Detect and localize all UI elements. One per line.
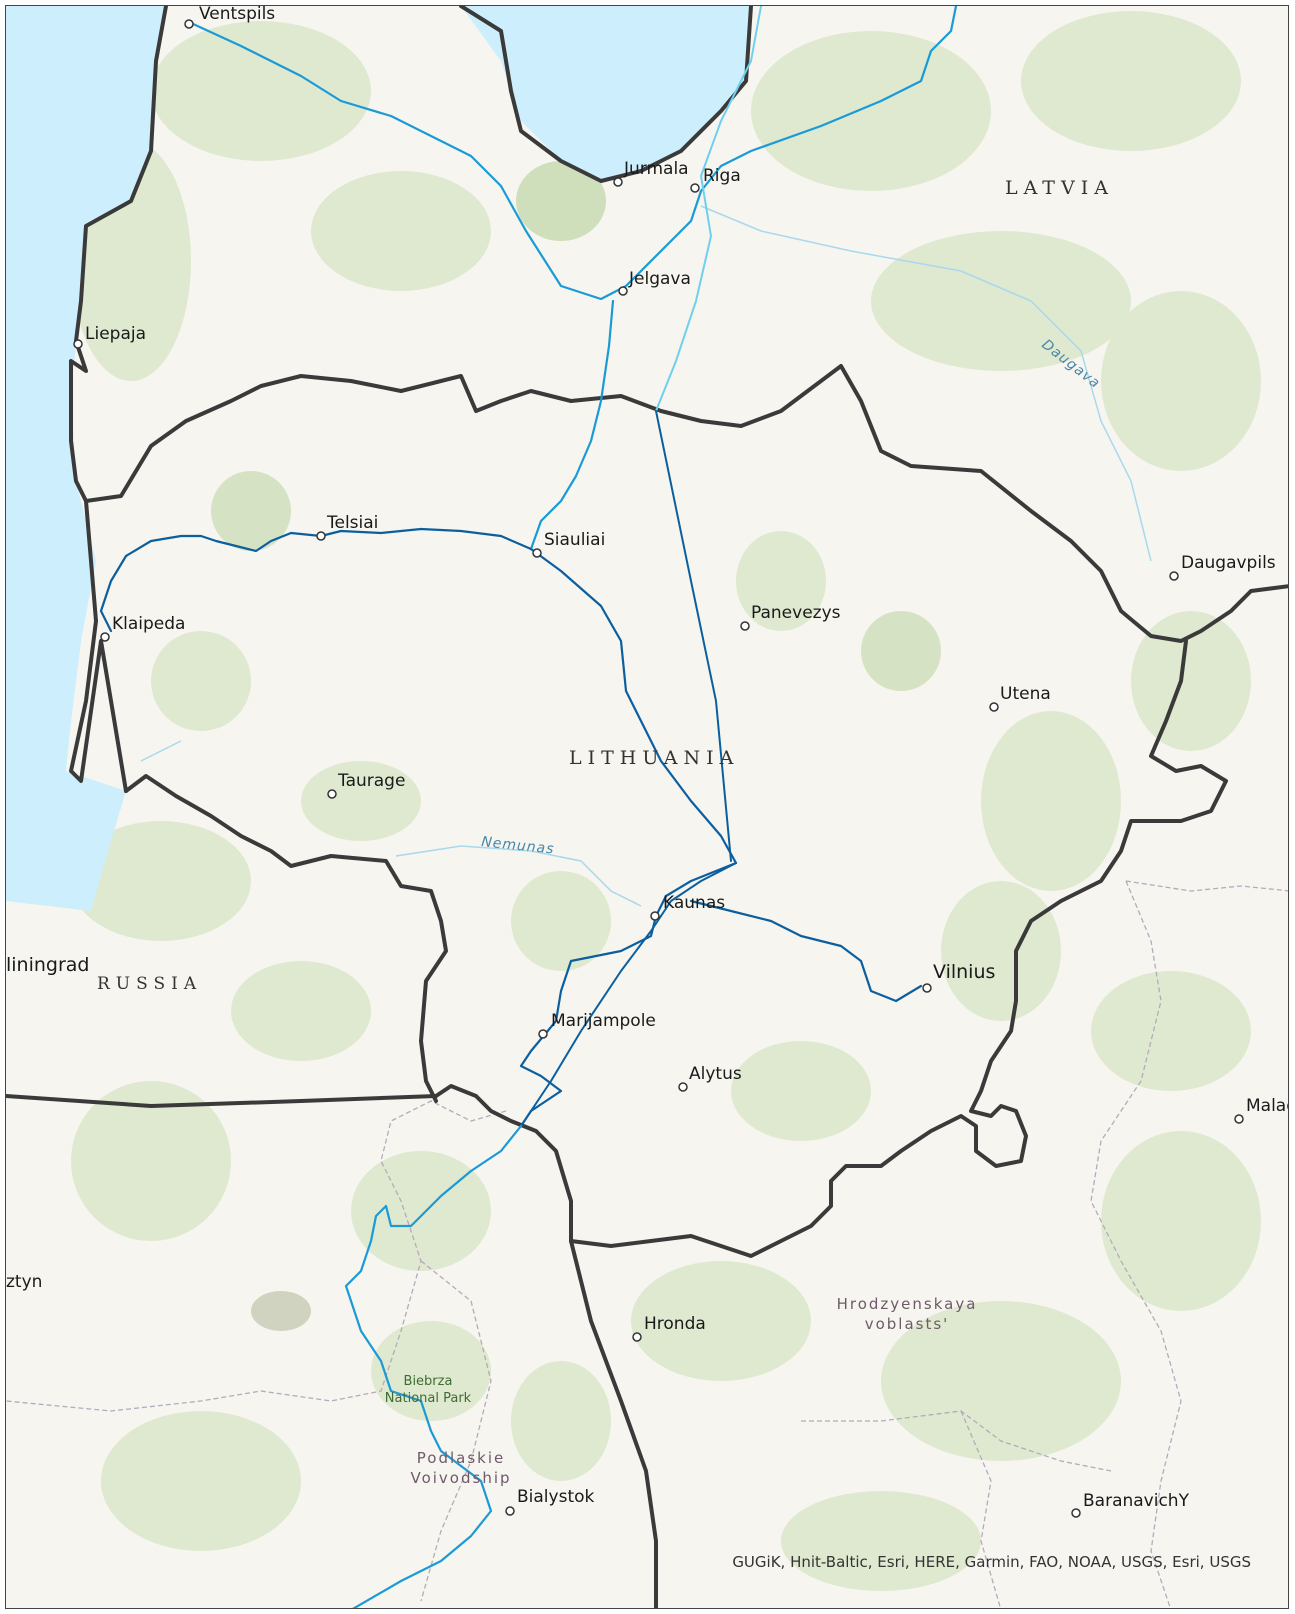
marker-daugavpils (1169, 571, 1179, 581)
route-ventspils-riga-tartu (189, 6, 958, 301)
city-label-jelgava[interactable]: Jelgava (628, 269, 691, 289)
country-labels: LATVIA LITHUANIA RUSSIA (97, 177, 1114, 994)
route-kaunas-border (520, 862, 737, 1127)
marker-kaunas (650, 911, 660, 921)
country-borders (6, 6, 1288, 1608)
city-label-ventspils[interactable]: Ventspils (199, 6, 275, 24)
marker-hronda (632, 1332, 642, 1342)
country-label-russia: RUSSIA (97, 974, 202, 994)
city-label-utena[interactable]: Utena (1000, 684, 1051, 704)
region-borders (6, 880, 1288, 1608)
city-labels: Ventspils Jurmala Riga Jelgava Liepaja T… (6, 6, 1289, 1511)
country-label-lithuania: LITHUANIA (569, 747, 739, 769)
marker-malad (1234, 1114, 1244, 1124)
marker-bialystok (505, 1506, 515, 1516)
city-label-riga[interactable]: Riga (703, 166, 741, 186)
route-network (99, 6, 958, 1608)
city-label-liepaja[interactable]: Liepaja (85, 324, 146, 344)
marker-klaipeda (100, 632, 110, 642)
region-label-podlaskie-1: Podlaskie (417, 1449, 505, 1467)
marker-utena (989, 702, 999, 712)
city-label-baranavichy[interactable]: BaranavichY (1083, 1491, 1190, 1511)
country-label-latvia: LATVIA (1005, 177, 1114, 199)
route-light-north (655, 6, 762, 412)
route-poland (344, 1124, 523, 1608)
marker-taurage (327, 789, 337, 799)
marker-ventspils (184, 19, 194, 29)
city-label-kaliningrad-partial[interactable]: liningrad (6, 954, 90, 976)
marker-marijampole (538, 1029, 548, 1039)
route-siauliai-klaipeda (99, 527, 533, 633)
city-label-taurage[interactable]: Taurage (337, 771, 405, 791)
city-label-panevezys[interactable]: Panevezys (751, 603, 841, 623)
marker-telsiai (316, 531, 326, 541)
city-label-bialystok[interactable]: Bialystok (517, 1487, 595, 1507)
city-label-vilnius[interactable]: Vilnius (933, 961, 995, 983)
marker-panevezys (740, 621, 750, 631)
map-canvas[interactable]: Ventspils Jurmala Riga Jelgava Liepaja T… (6, 6, 1289, 1609)
marker-riga (690, 183, 700, 193)
park-label-biebrza-2: National Park (385, 1391, 472, 1406)
marker-baranavichy (1071, 1508, 1081, 1518)
route-jelgava-siauliai (529, 299, 615, 551)
rivers (140, 205, 1152, 907)
region-label-hrodzyenskaya-2: voblasts' (865, 1315, 950, 1333)
marker-alytus (678, 1082, 688, 1092)
map-attribution: GUGiK, Hnit-Baltic, Esri, HERE, Garmin, … (732, 1553, 1251, 1571)
city-label-alytus[interactable]: Alytus (689, 1064, 742, 1084)
region-labels: Hrodzyenskaya voblasts' Podlaskie Voivod… (410, 1295, 978, 1487)
river-daugava (700, 205, 1152, 562)
city-label-klaipeda[interactable]: Klaipeda (112, 614, 185, 634)
route-kaunas-vilnius (689, 899, 923, 1003)
park-labels: Biebrza National Park (385, 1374, 472, 1406)
city-label-kaunas[interactable]: Kaunas (663, 893, 725, 913)
city-label-malad[interactable]: Malad (1246, 1096, 1289, 1116)
city-label-siauliai[interactable]: Siauliai (544, 530, 605, 550)
river-nemunas (395, 845, 642, 907)
city-label-olsztyn-partial[interactable]: ztyn (6, 1272, 42, 1292)
city-label-jurmala[interactable]: Jurmala (623, 159, 689, 179)
map-view[interactable]: Ventspils Jurmala Riga Jelgava Liepaja T… (5, 5, 1289, 1609)
region-label-podlaskie-2: Voivodship (410, 1469, 511, 1487)
route-direct-south (655, 410, 732, 862)
city-label-daugavpils[interactable]: Daugavpils (1181, 553, 1276, 573)
city-label-telsiai[interactable]: Telsiai (326, 513, 378, 533)
marker-siauliai (532, 548, 542, 558)
marker-jurmala (613, 177, 623, 187)
sea-areas (6, 6, 751, 911)
city-markers (73, 19, 1244, 1518)
park-label-biebrza-1: Biebrza (404, 1374, 453, 1389)
marker-jelgava (618, 286, 628, 296)
city-label-marijampole[interactable]: Marijampole (551, 1011, 656, 1031)
region-label-hrodzyenskaya-1: Hrodzyenskaya (837, 1295, 978, 1313)
water-label-nemunas: Nemunas (481, 834, 556, 858)
city-label-hronda[interactable]: Hronda (644, 1314, 706, 1334)
marker-vilnius (922, 983, 932, 993)
marker-liepaja (73, 339, 83, 349)
route-siauliai-kaunas-south (519, 547, 738, 1128)
